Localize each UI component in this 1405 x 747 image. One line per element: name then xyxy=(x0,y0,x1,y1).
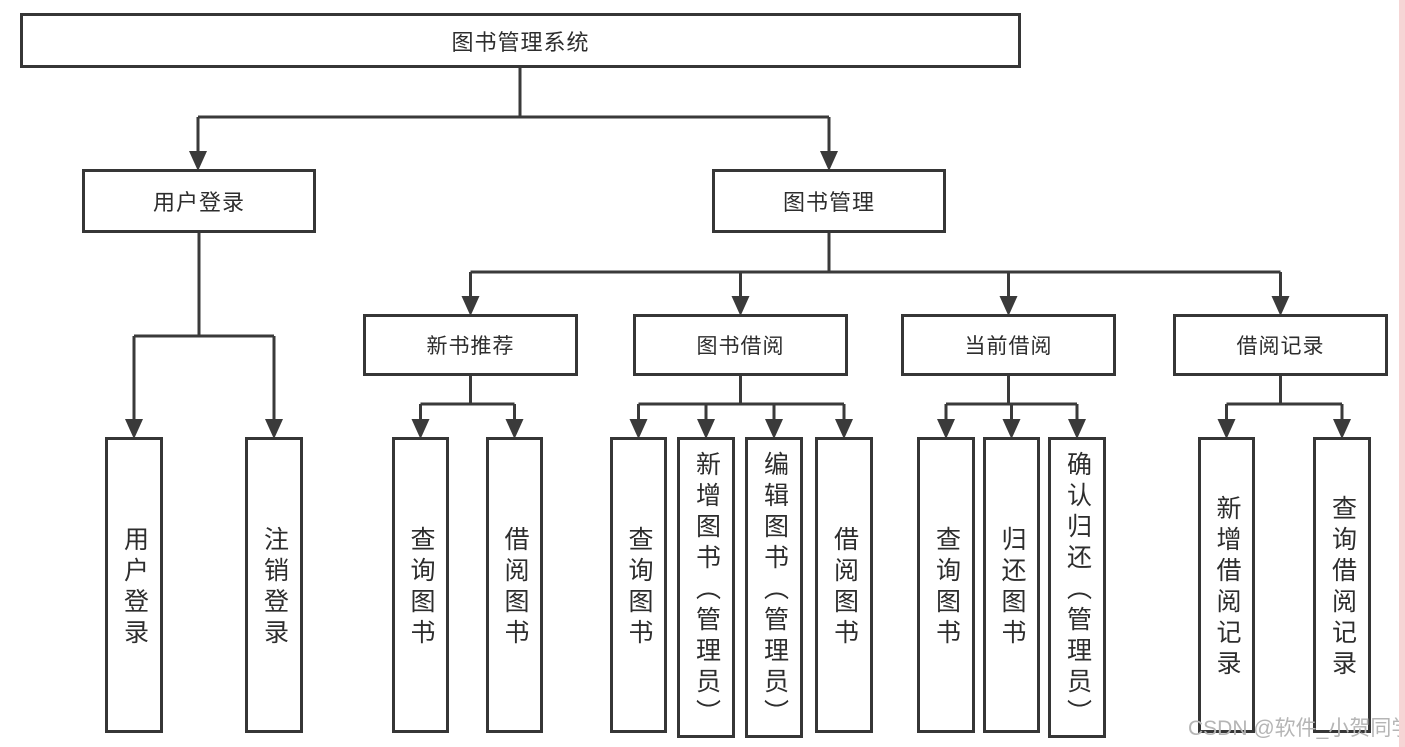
leaf-query-books-borrow: 查询图书 xyxy=(610,437,667,733)
leaf-label: 查询图书 xyxy=(932,526,961,650)
leaf-label: 查询借阅记录 xyxy=(1328,495,1357,681)
leaf-logout: 注销登录 xyxy=(245,437,303,733)
leaf-borrow-books-borrow: 借阅图书 xyxy=(815,437,873,733)
leaf-label: 查询图书 xyxy=(407,526,435,650)
leaf-label: 归还图书 xyxy=(998,526,1026,650)
leaf-return-books: 归还图书 xyxy=(983,437,1040,733)
leaf-label: 注销登录 xyxy=(260,526,289,650)
node-label: 图书管理 xyxy=(782,190,875,215)
node-label: 借阅记录 xyxy=(1236,335,1325,358)
leaf-label: 新增图书（管理员） xyxy=(692,451,721,730)
leaf-edit-book-admin: 编辑图书（管理员） xyxy=(745,437,803,738)
leaf-label: 借阅图书 xyxy=(501,526,529,650)
leaf-label: 编辑图书（管理员） xyxy=(760,451,789,730)
node-new-book-recommend: 新书推荐 xyxy=(363,314,578,376)
node-borrowing-records: 借阅记录 xyxy=(1173,314,1388,376)
leaf-query-books-recommend: 查询图书 xyxy=(392,437,449,733)
leaf-borrow-books-recommend: 借阅图书 xyxy=(486,437,543,733)
leaf-label: 新增借阅记录 xyxy=(1213,495,1241,681)
csdn-watermark: CSDN @软件_小贺同学 xyxy=(1188,717,1405,740)
leaf-label: 借阅图书 xyxy=(830,526,859,650)
leaf-user-login: 用户登录 xyxy=(105,437,163,733)
node-book-borrowing: 图书借阅 xyxy=(633,314,848,376)
leaf-add-borrow-record: 新增借阅记录 xyxy=(1198,437,1255,733)
right-edge-strip xyxy=(1399,0,1405,747)
node-label: 图书管理系统 xyxy=(451,29,590,55)
leaf-confirm-return-admin: 确认归还（管理员） xyxy=(1048,437,1106,738)
node-label: 用户登录 xyxy=(152,190,245,215)
node-label: 当前借阅 xyxy=(964,335,1053,358)
leaf-label: 查询图书 xyxy=(625,526,653,650)
node-label: 新书推荐 xyxy=(426,335,515,358)
node-current-borrowing: 当前借阅 xyxy=(901,314,1116,376)
leaf-query-books-current: 查询图书 xyxy=(917,437,975,733)
leaf-add-book-admin: 新增图书（管理员） xyxy=(677,437,735,738)
leaf-label: 确认归还（管理员） xyxy=(1063,451,1092,730)
leaf-query-borrow-record: 查询借阅记录 xyxy=(1313,437,1371,733)
node-library-management-system: 图书管理系统 xyxy=(20,13,1021,68)
node-book-management: 图书管理 xyxy=(712,169,946,233)
node-user-login: 用户登录 xyxy=(82,169,316,233)
leaf-label: 用户登录 xyxy=(120,526,149,650)
node-label: 图书借阅 xyxy=(696,335,785,358)
